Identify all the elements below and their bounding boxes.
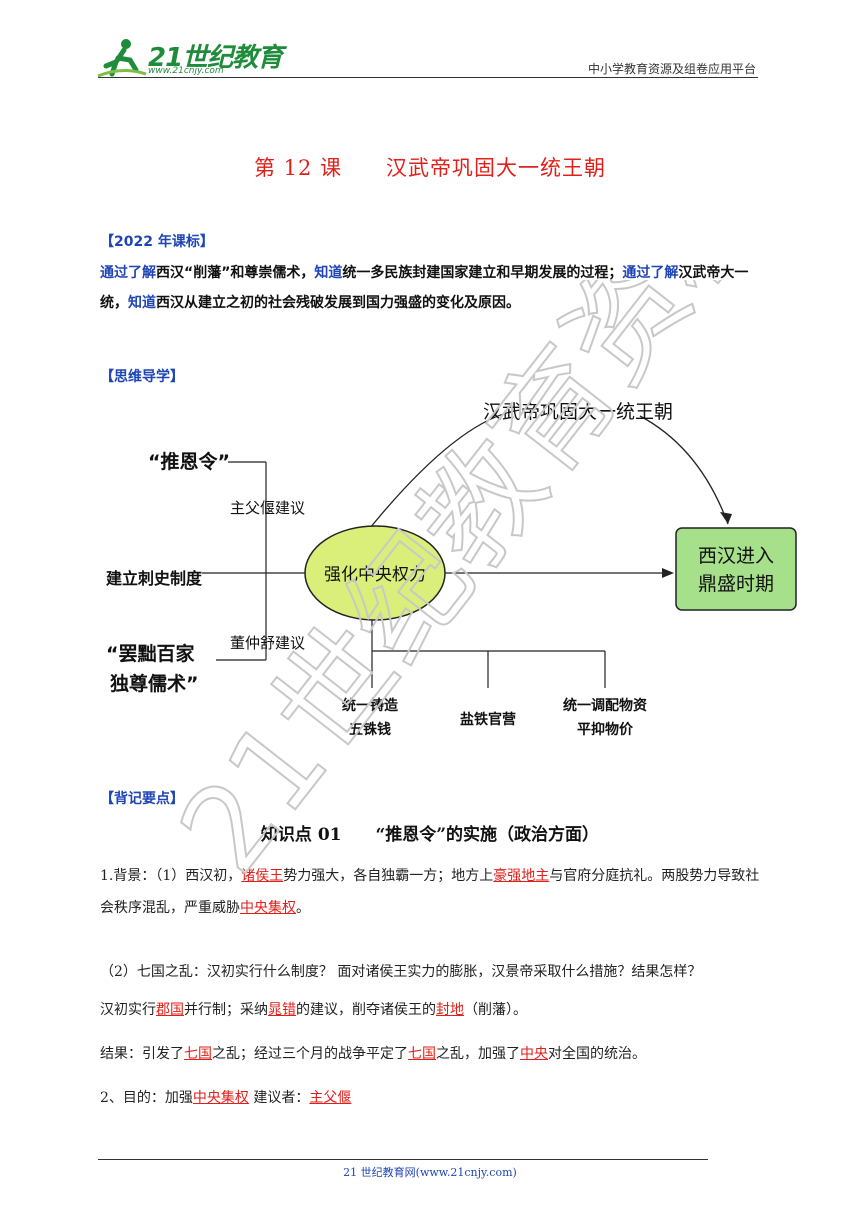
answer-keyword: 主父偃	[309, 1090, 352, 1106]
footer-divider	[98, 1159, 708, 1160]
body-paragraph-4: 结果：引发了七国之乱；经过三个月的战争平定了七国之乱，加强了中央对全国的统治。	[100, 1038, 762, 1070]
body-text-segment: 。	[296, 900, 310, 916]
body-text-segment: 汉初实行	[100, 1002, 156, 1018]
bottom-item-zhuzao-2: 五铢钱	[349, 721, 391, 738]
standard-keyword: 通过了解	[100, 265, 156, 281]
runner-logo-icon	[97, 39, 147, 78]
header-divider	[98, 77, 758, 78]
footer-text: 21 世纪教育网(www.21cnjy.com)	[343, 1166, 517, 1179]
bottom-item-zhuzao-1: 统一铸造	[342, 697, 398, 714]
memorize-heading: 【背记要点】	[100, 791, 184, 807]
answer-keyword: 中央	[520, 1046, 548, 1062]
branch-label-zhufuyan: 主父偃建议	[230, 499, 305, 517]
answer-keyword: 七国	[408, 1046, 436, 1062]
arc-right	[639, 415, 729, 525]
answer-keyword: 郡国	[156, 1002, 184, 1018]
standard-keyword: 通过了解	[622, 265, 679, 281]
logo-text: 21世纪教育	[148, 43, 283, 73]
left-item-tuienling: “推恩令”	[148, 450, 230, 473]
body-text-segment: 对全国的统治。	[548, 1046, 646, 1062]
standard-heading: 【2022 年课标】	[100, 234, 214, 250]
bottom-item-yantie: 盐铁官营	[460, 711, 516, 728]
answer-keyword: 中央集权	[240, 900, 296, 916]
body-paragraph-2: （2）七国之乱：汉初实行什么制度？ 面对诸侯王实力的膨胀，汉景帝采取什么措施？结…	[100, 956, 762, 988]
logo-url: www.21cnjy.com	[148, 66, 224, 76]
body-text-segment: 2、目的：加强	[100, 1090, 193, 1106]
bottom-item-tiaopei-2: 平抑物价	[577, 721, 634, 738]
mindmap-diagram: 汉武帝巩固大一统王朝 “推恩令” 建立刺史制度 “罢黜百家 独尊儒术” 主父偃建…	[106, 401, 797, 738]
lesson-name: 汉武帝巩固大一统王朝	[386, 156, 607, 180]
answer-keyword: 诸侯王	[241, 868, 284, 884]
standard-text: 汉武帝大一统，	[100, 265, 749, 311]
body-text-segment: 的建议，削夺诸侯王的	[296, 1002, 436, 1018]
body-text-segment: （削藩）。	[464, 1002, 527, 1018]
body-text-segment: 与官府分庭抗礼。两股势力导致社会秩序混乱，严重威胁	[100, 868, 760, 916]
arc-left	[369, 409, 521, 529]
body-text-segment: 建议者：	[248, 1090, 310, 1106]
answer-keyword: 中央集权	[192, 1090, 249, 1106]
mindmap-heading: 【思维导学】	[100, 369, 184, 385]
bottom-item-tiaopei-1: 统一调配物资	[563, 697, 647, 714]
standard-text: 统一多民族封建国家建立和早期发展的过程；	[342, 265, 623, 281]
body-text-segment: 之乱，加强了	[436, 1046, 520, 1062]
branch-label-dongzhongshu: 董仲舒建议	[230, 634, 305, 652]
standard-text: 西汉从建立之初的社会残破发展到国力强盛的变化及原因。	[156, 295, 520, 311]
body-paragraph-1: 1.背景：（1）西汉初，诸侯王势力强大，各自独霸一方；地方上豪强地主与官府分庭抗…	[100, 860, 762, 924]
mindmap-top-label: 汉武帝巩固大一统王朝	[483, 401, 673, 423]
lesson-number: 第 12 课	[253, 156, 343, 180]
left-item-bachu-2: 独尊儒术”	[110, 672, 199, 695]
standard-keyword: 知道	[128, 295, 156, 311]
result-line-1: 西汉进入	[698, 545, 774, 567]
body-paragraph-3: 汉初实行郡国并行制；采纳晁错的建议，削夺诸侯王的封地（削藩）。	[100, 994, 762, 1026]
standard-keyword: 知道	[314, 265, 343, 281]
standard-paragraph: 通过了解西汉“削藩”和尊崇儒术，知道统一多民族封建国家建立和早期发展的过程；通过…	[100, 258, 760, 318]
arrow-head-top	[720, 512, 732, 524]
body-text-segment: 之乱；经过三个月的战争平定了	[212, 1046, 408, 1062]
body-text-segment: （2）七国之乱：汉初实行什么制度？ 面对诸侯王实力的膨胀，汉景帝采取什么措施？结…	[100, 964, 702, 980]
answer-keyword: 七国	[184, 1046, 212, 1062]
body-text-segment: 并行制；采纳	[184, 1002, 268, 1018]
page-title: 第 12 课 汉武帝巩固大一统王朝	[0, 152, 860, 182]
platform-name: 中小学教育资源及组卷应用平台	[587, 62, 756, 76]
body-text-segment: 1.背景：（1）西汉初，	[100, 868, 242, 884]
standard-text: 西汉“削藩”和尊崇儒术，	[156, 265, 315, 281]
body-text-segment: 势力强大，各自独霸一方；地方上	[283, 868, 494, 884]
left-item-cishi: 建立刺史制度	[106, 569, 203, 588]
knowledge-point-title: 知识点 01 “推恩令”的实施（政治方面）	[260, 825, 600, 845]
answer-keyword: 豪强地主	[493, 868, 550, 884]
answer-keyword: 封地	[436, 1002, 464, 1018]
answer-keyword: 晁错	[268, 1002, 296, 1018]
result-box	[675, 527, 797, 611]
left-item-bachu-1: “罢黜百家	[106, 642, 195, 665]
body-paragraph-5: 2、目的：加强中央集权 建议者：主父偃	[100, 1082, 762, 1114]
center-label: 强化中央权力	[324, 565, 426, 585]
site-logo	[96, 36, 266, 78]
arrow-head-right	[662, 568, 674, 578]
result-line-2: 鼎盛时期	[698, 573, 774, 595]
body-text-segment: 结果：引发了	[100, 1046, 184, 1062]
